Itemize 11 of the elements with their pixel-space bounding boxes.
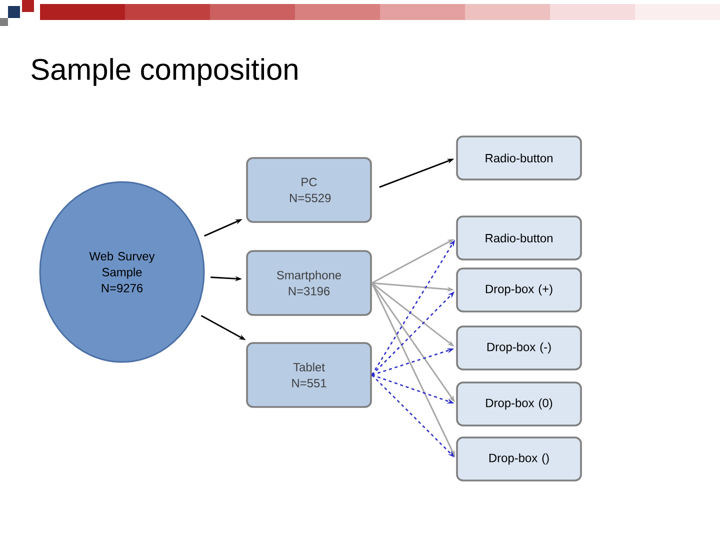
format-box: Radio-button bbox=[456, 136, 582, 180]
format-box: Drop-box (-) bbox=[456, 326, 582, 370]
oval-node: Web Survey Sample N=9276 bbox=[39, 181, 205, 363]
format-box: Radio-button bbox=[456, 216, 582, 260]
format-box: Drop-box (0) bbox=[456, 382, 582, 426]
title: Sample composition bbox=[32, 58, 298, 86]
format-box: Drop-box (+) bbox=[456, 268, 582, 312]
device-box: PC N=5529 bbox=[246, 157, 372, 223]
device-box: Smartphone N=3196 bbox=[246, 250, 372, 316]
device-box: Tablet N=551 bbox=[246, 342, 372, 408]
format-box: Drop-box () bbox=[456, 436, 582, 482]
